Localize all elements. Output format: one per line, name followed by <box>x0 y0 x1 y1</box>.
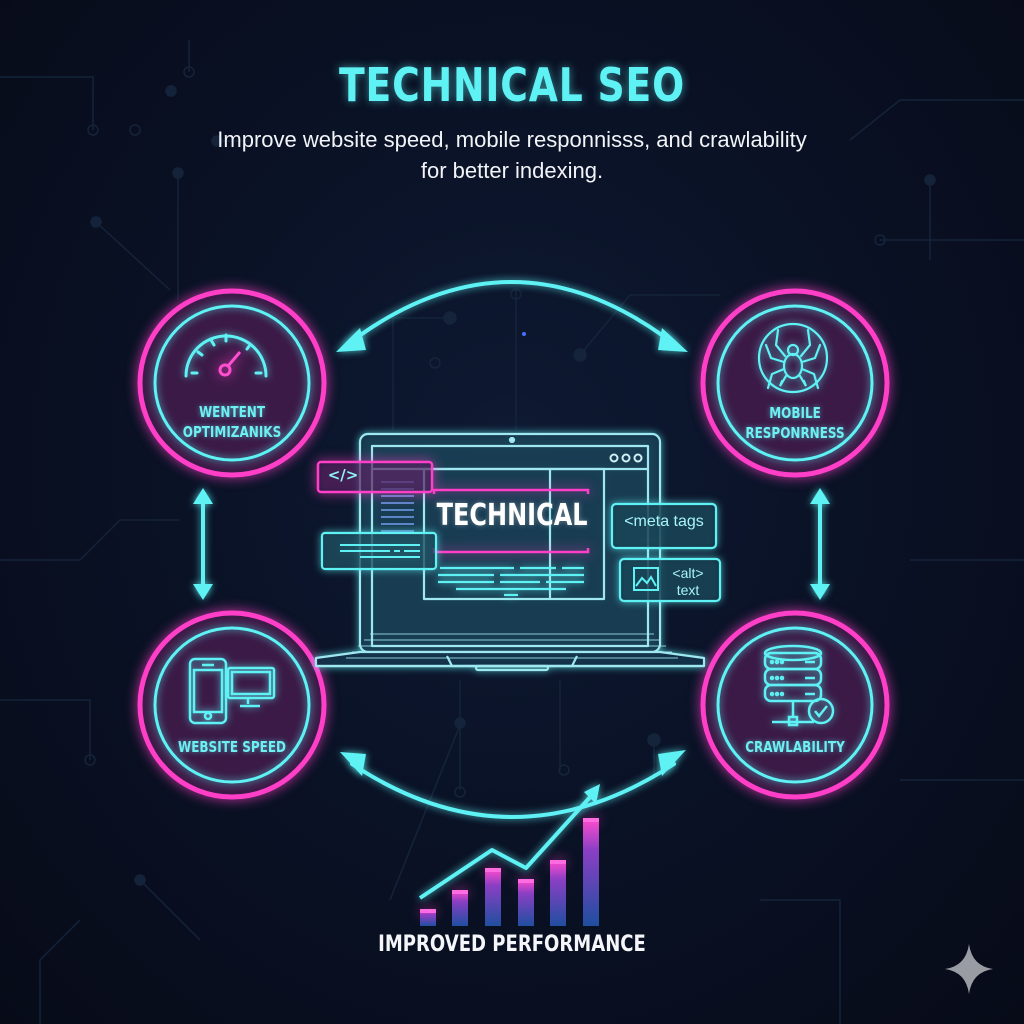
keyboard <box>346 633 678 659</box>
bars <box>420 818 599 926</box>
code-tag: </> <box>327 466 359 484</box>
node-top-right <box>700 288 890 478</box>
page-subtitle: Improve website speed, mobile responniss… <box>217 127 807 183</box>
alt-line: <alt> <box>672 565 704 581</box>
text-snippet-box <box>320 531 438 571</box>
label-line: OPTIMIZANIKS <box>182 423 282 441</box>
label-line: WENTENT <box>198 403 266 421</box>
label-line: RESPONRNESS <box>745 424 845 442</box>
spider-bug-icon <box>757 322 829 394</box>
alt-line: text <box>676 582 700 598</box>
server-check-icon <box>763 644 835 727</box>
speedometer-needle-icon <box>218 351 242 377</box>
bottom-arc-arrow <box>350 762 676 819</box>
label-line: MOBILE <box>769 404 821 422</box>
meta-tag-label: <meta tags <box>624 513 704 530</box>
label-line: CRAWLABILITY <box>745 738 845 756</box>
image-icon <box>633 567 659 591</box>
node-label-bottom-left: WEBSITE SPEED <box>160 737 304 757</box>
node-label-top-left: WENTENT OPTIMIZANIKS <box>168 402 296 442</box>
top-arc-arrow <box>346 280 676 346</box>
code-tag-box <box>316 460 434 494</box>
meta-tags-box <box>610 502 718 550</box>
node-label-top-right: MOBILE RESPONRNESS <box>731 403 859 443</box>
node-bottom-left <box>137 610 327 800</box>
phone-desktop-icon <box>188 657 276 725</box>
performance-label: IMPROVED PERFORMANCE <box>378 932 646 957</box>
node-bottom-right <box>700 610 890 800</box>
label-line: WEBSITE SPEED <box>177 738 287 756</box>
node-label-bottom-right: CRAWLABILITY <box>723 737 867 757</box>
trend-arrow <box>418 784 600 900</box>
content-lines <box>438 566 584 597</box>
screen-title: TECHNICAL <box>436 498 588 533</box>
window-controls <box>609 453 643 463</box>
alt-tag-label: <alt> text <box>660 565 716 599</box>
speedometer-icon <box>184 333 268 378</box>
node-top-left <box>137 288 327 478</box>
page-title: TECHNICAL SEO <box>338 58 686 112</box>
